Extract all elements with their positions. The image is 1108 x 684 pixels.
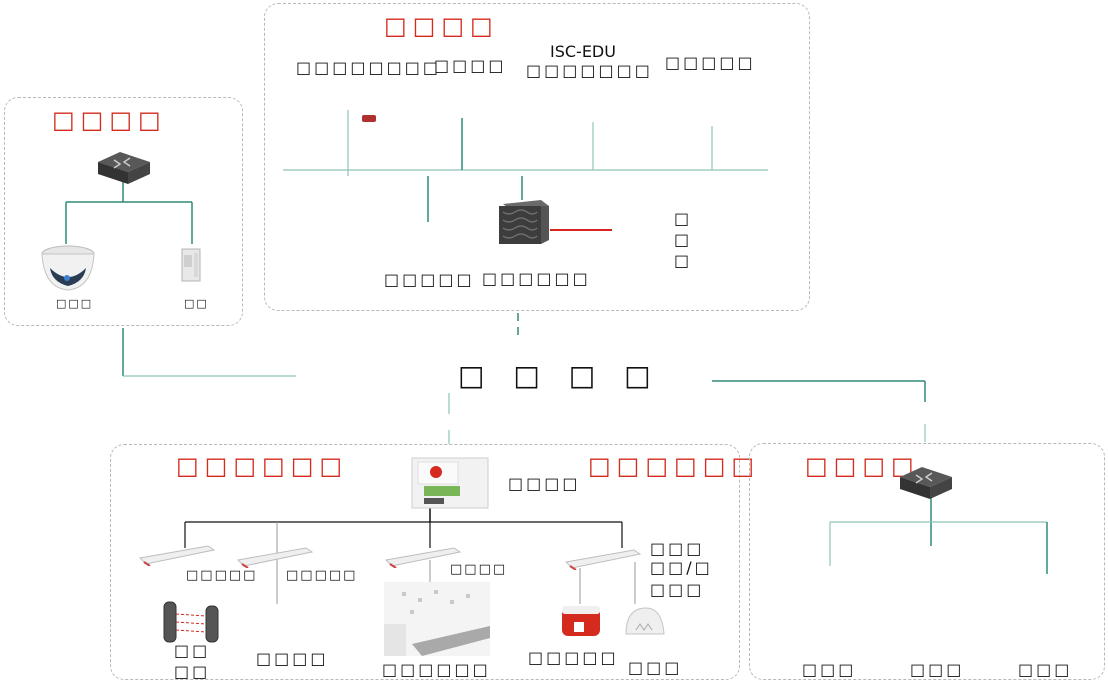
bottom-right-title: □□□□	[805, 452, 920, 480]
top-bottom-label-2: □□□□□□	[482, 269, 591, 288]
camera-label: □□□	[56, 297, 94, 310]
bottom-right-label-1: □□□	[802, 660, 857, 679]
bottom-right-label-3: □□□	[1018, 660, 1073, 679]
fence-sensor-image	[382, 580, 492, 662]
alarm-controller-icon	[410, 456, 490, 514]
device-label-1: □□	[174, 641, 211, 660]
beam-label-3: □□□□	[450, 562, 508, 577]
bottom-left-title-left: □□□□□□	[176, 452, 349, 480]
beam-label-6: □□□	[650, 580, 705, 599]
small-red-device-icon	[362, 115, 376, 122]
bottom-right-panel	[749, 443, 1105, 680]
siren-icon	[560, 604, 602, 642]
beam-label-5: □□/□	[650, 558, 713, 577]
beam-sensor-icon-2	[236, 544, 316, 572]
top-bottom-label-1: □□□□□	[384, 270, 475, 289]
top-label-4: □□□□□	[665, 53, 756, 72]
left-panel	[4, 97, 243, 326]
beam-label-2: □□□□□	[286, 568, 358, 583]
top-panel-title: □□□□	[384, 12, 499, 40]
top-label-isc: ISC-EDU	[550, 42, 616, 61]
bottom-left-panel	[110, 444, 740, 680]
top-label-1: □□□□□□□□	[296, 58, 441, 77]
device-label-4: □□□□□□	[382, 660, 491, 679]
beam-sensor-icon-4	[564, 546, 644, 574]
left-panel-title: □□□□	[52, 106, 167, 134]
controller-label: □□□□	[508, 474, 581, 493]
access-panel-label: □□	[184, 297, 209, 310]
device-label-5: □□□□□	[528, 648, 619, 667]
device-label-3: □□□□	[256, 649, 329, 668]
beam-label-4: □□□	[650, 539, 705, 558]
infrared-beam-pair-icon	[160, 600, 222, 648]
network-switch-icon-2	[900, 467, 952, 503]
beam-label-1: □□□□□	[186, 568, 258, 583]
top-label-2: □□□□	[434, 56, 507, 75]
beam-sensor-icon-3	[384, 544, 464, 572]
top-side-label-1: □	[674, 209, 693, 228]
top-label-3: □□□□□□□	[526, 61, 653, 80]
server-icon	[497, 198, 551, 250]
bottom-right-label-2: □□□	[910, 660, 965, 679]
network-switch-icon	[98, 152, 150, 188]
detector-icon	[622, 604, 666, 642]
beam-sensor-icon-1	[138, 542, 218, 570]
device-label-2: □□	[174, 662, 211, 681]
bottom-left-title-right: □□□□□□	[588, 452, 761, 480]
top-panel	[264, 3, 810, 311]
top-side-label-3: □	[674, 251, 693, 270]
device-label-6: □□□	[628, 658, 683, 677]
access-panel-icon	[178, 247, 204, 289]
center-title: □ □ □ □	[458, 359, 661, 392]
dome-camera-icon	[40, 244, 96, 296]
top-side-label-2: □	[674, 230, 693, 249]
